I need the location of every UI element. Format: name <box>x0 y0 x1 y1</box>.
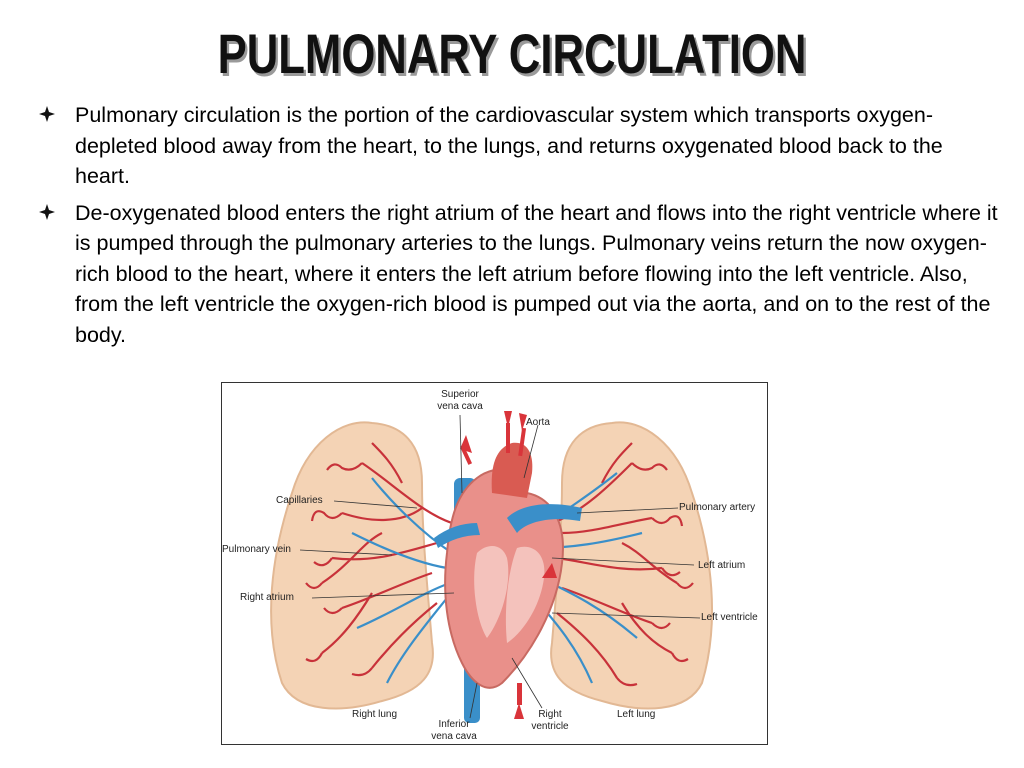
bullet-text: De-oxygenated blood enters the right atr… <box>75 200 998 347</box>
diamond-bullet-icon <box>39 106 55 122</box>
label-pulmonary-vein: Pulmonary vein <box>222 544 291 555</box>
bullet-list: Pulmonary circulation is the portion of … <box>38 100 998 356</box>
left-lung-arteries <box>551 442 694 687</box>
flow-arrows <box>459 411 557 719</box>
right-lung-veins <box>351 477 453 684</box>
pulmonary-trunk <box>507 504 582 533</box>
diamond-bullet-icon <box>39 203 55 220</box>
label-pulmonary-artery: Pulmonary artery <box>679 502 756 513</box>
page-title: PULMONARY CIRCULATION <box>217 22 807 85</box>
label-left-atrium: Left atrium <box>698 560 746 571</box>
label-right-lung: Right lung <box>352 709 398 720</box>
label-aorta: Aorta <box>526 417 550 428</box>
label-capillaries: Capillaries <box>276 495 323 506</box>
label-left-ventricle: Left ventricle <box>701 612 758 623</box>
leader-lines <box>299 414 701 719</box>
circulation-diagram: Superior vena cava Aorta Capillaries Pul… <box>221 382 768 745</box>
left-lung-shape <box>550 421 714 710</box>
label-left-lung: Left lung <box>617 709 656 720</box>
label-superior-vena-cava: Superior vena cava <box>437 389 483 412</box>
left-ventricle-chamber <box>505 546 545 643</box>
bullet-item: De-oxygenated blood enters the right atr… <box>38 198 998 351</box>
label-inferior-vena-cava: Inferior vena cava <box>431 719 477 742</box>
left-lung-veins <box>531 472 643 684</box>
label-right-ventricle: Right ventricle <box>531 709 569 732</box>
label-right-atrium: Right atrium <box>240 592 294 603</box>
right-lung-arteries <box>305 442 453 677</box>
heart-lungs-illustration <box>270 411 714 723</box>
right-lung-shape <box>270 421 434 710</box>
bullet-item: Pulmonary circulation is the portion of … <box>38 100 998 192</box>
pulmonary-artery-left <box>434 523 480 548</box>
bullet-text: Pulmonary circulation is the portion of … <box>75 103 943 188</box>
right-ventricle-chamber <box>474 546 509 638</box>
aorta-vessel <box>491 442 533 498</box>
